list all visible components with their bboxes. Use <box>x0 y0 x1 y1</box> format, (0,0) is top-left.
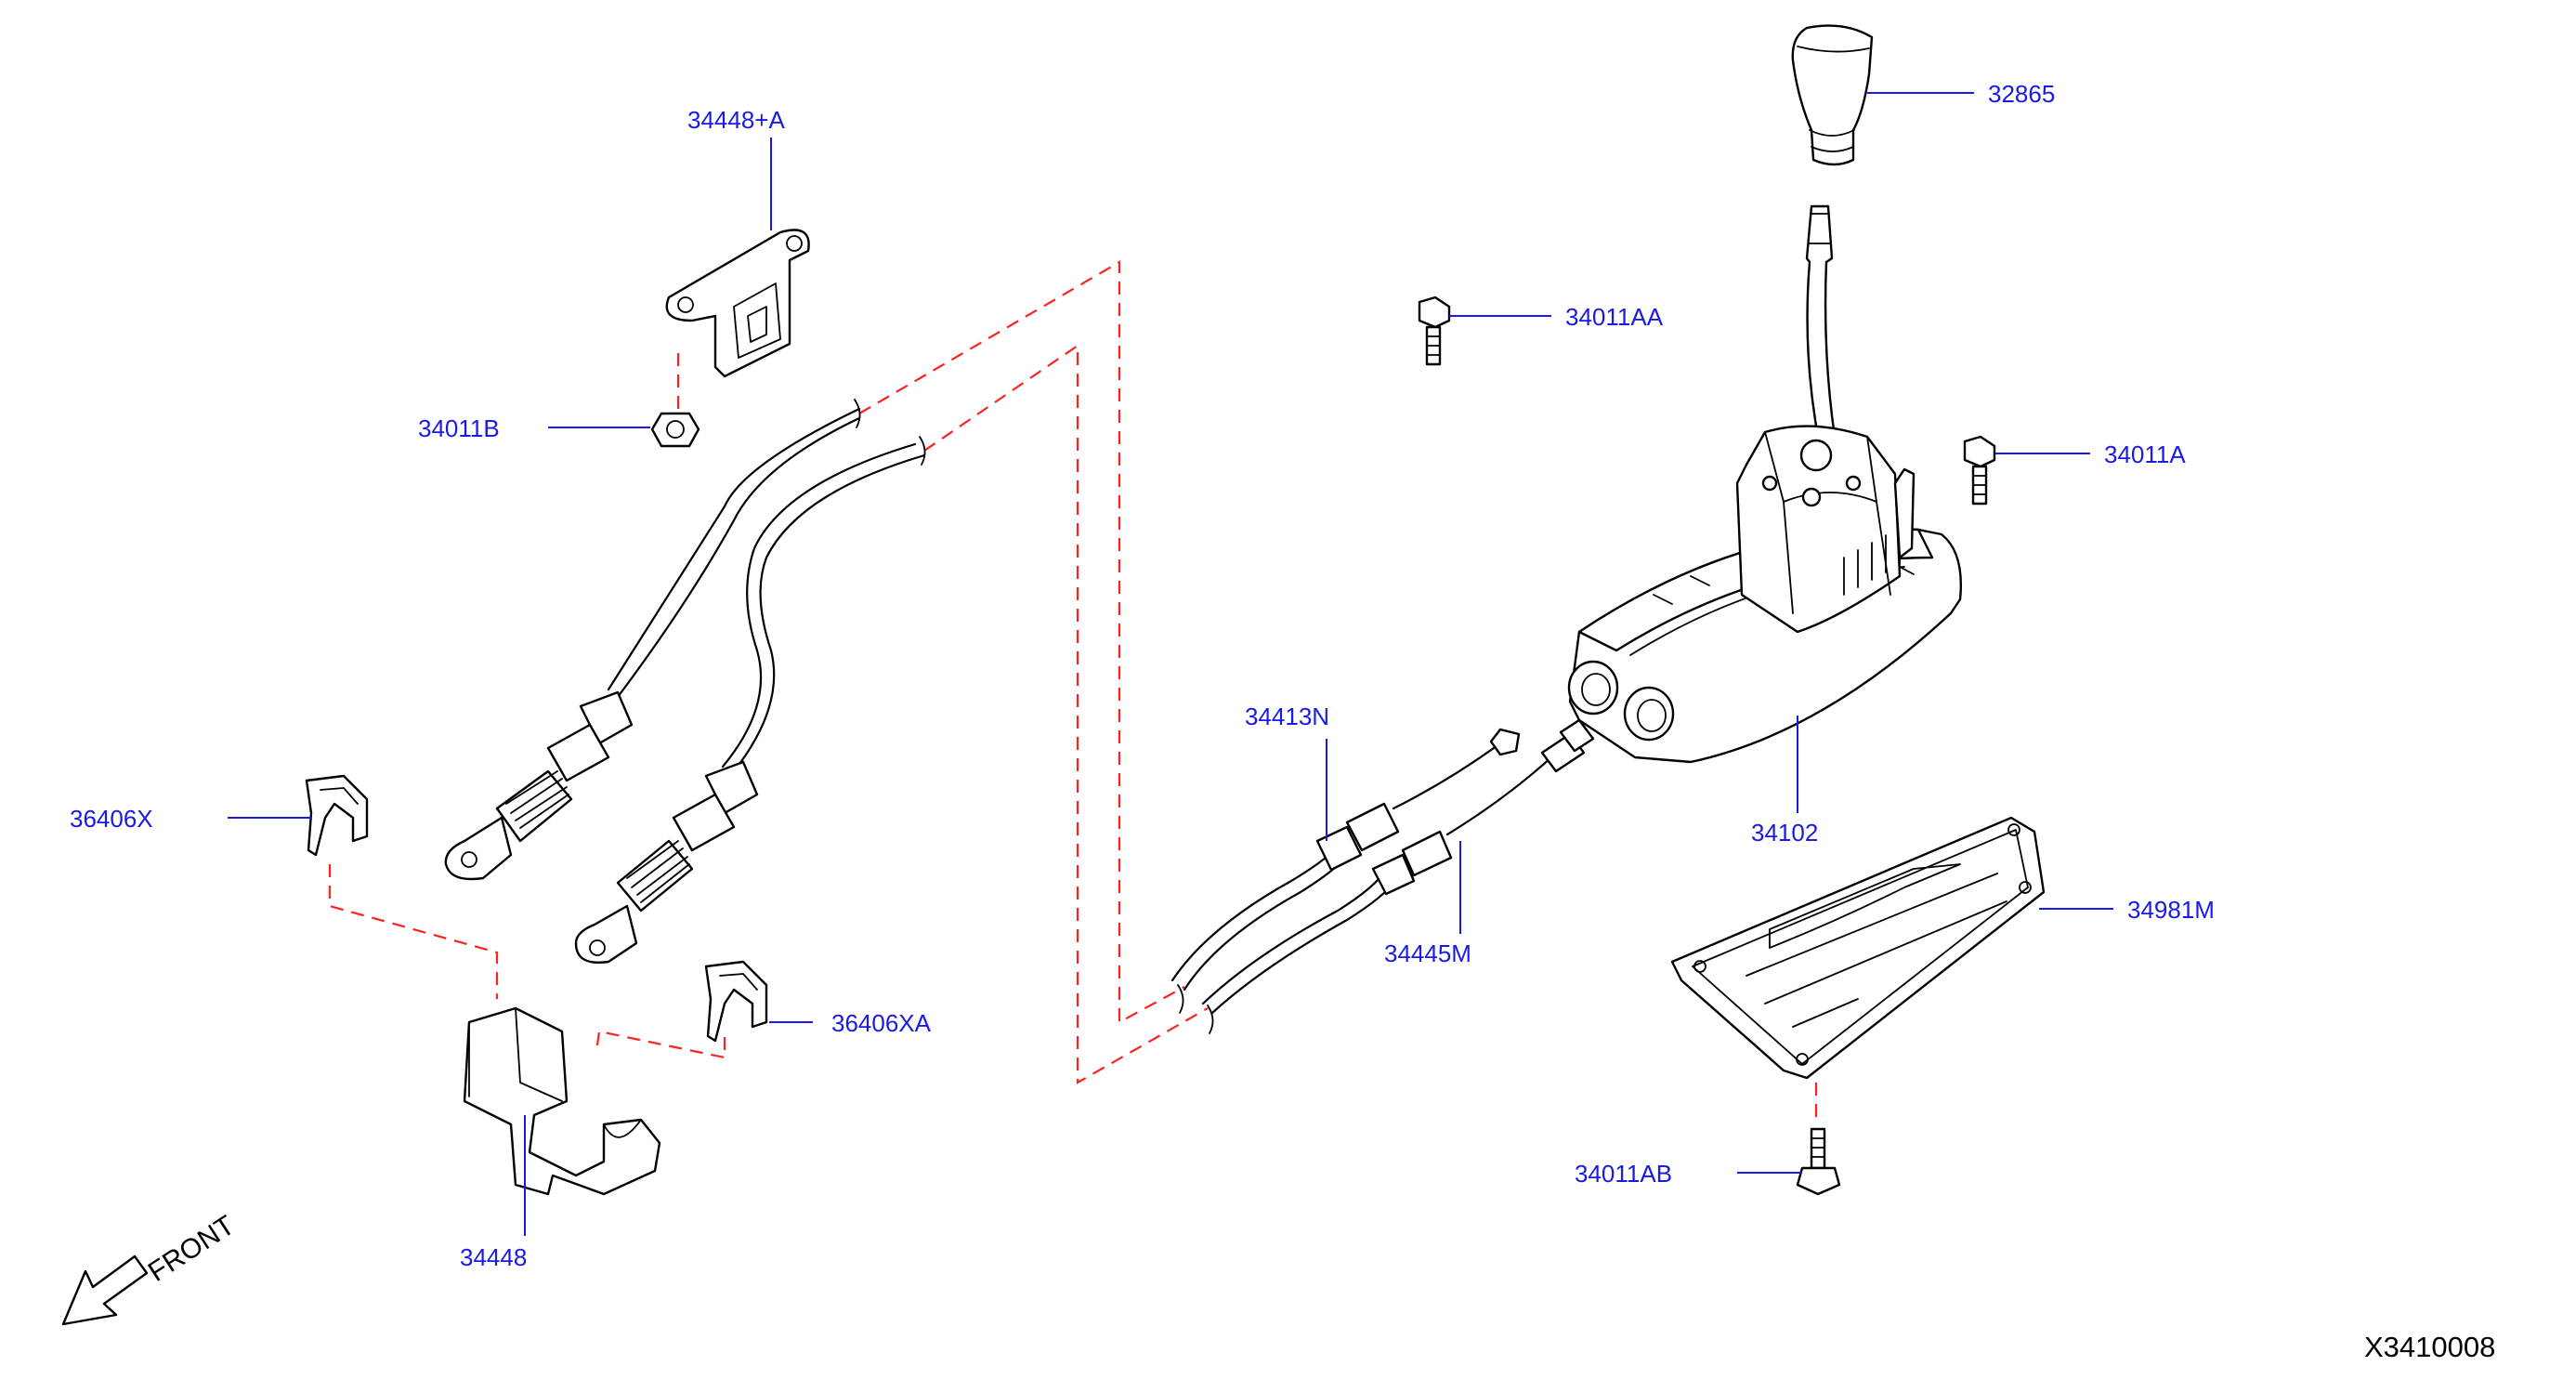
nut-34011b <box>650 412 700 448</box>
right-cable-assembly <box>1170 718 1595 1034</box>
clip-36406x <box>305 774 369 857</box>
label-34011ab: 34011AB <box>1575 1160 1672 1188</box>
shift-lever-housing <box>1567 204 1962 764</box>
left-cable-assembly <box>444 399 926 964</box>
diagram-reference-code: X3410008 <box>2364 1331 2495 1363</box>
front-label: FRONT <box>143 1210 241 1288</box>
label-34445m: 34445M <box>1384 939 1471 967</box>
bracket-34448-plus-a <box>665 229 810 378</box>
label-34448: 34448 <box>460 1243 527 1271</box>
bolt-34011aa <box>1418 296 1451 366</box>
front-arrow-icon <box>61 1254 149 1326</box>
bolt-34011a <box>1963 435 1996 506</box>
dashed-connection-lines <box>328 260 1818 1120</box>
label-34011b: 34011B <box>418 414 500 442</box>
label-36406xa: 36406XA <box>831 1009 932 1037</box>
label-34011a: 34011A <box>2104 440 2186 468</box>
bolt-34011ab <box>1796 1127 1841 1196</box>
label-36406x: 36406X <box>70 805 153 833</box>
label-34448-plus-a: 34448+A <box>687 106 785 134</box>
label-34413n: 34413N <box>1245 703 1329 730</box>
label-34981m: 34981M <box>2127 896 2215 924</box>
bracket-34448 <box>463 1006 661 1196</box>
shift-knob <box>1791 24 1874 166</box>
part-labels: 32865 34448+A 34011AA 34011B 34011A 3441… <box>70 80 2215 1271</box>
clip-36406xa <box>704 960 768 1043</box>
leader-lines <box>228 92 2113 1236</box>
front-direction-indicator: FRONT <box>61 1210 241 1326</box>
cover-plate <box>1670 816 2046 1080</box>
label-34102: 34102 <box>1751 819 1818 847</box>
label-34011aa: 34011AA <box>1565 303 1664 331</box>
label-32865: 32865 <box>1988 80 2055 108</box>
